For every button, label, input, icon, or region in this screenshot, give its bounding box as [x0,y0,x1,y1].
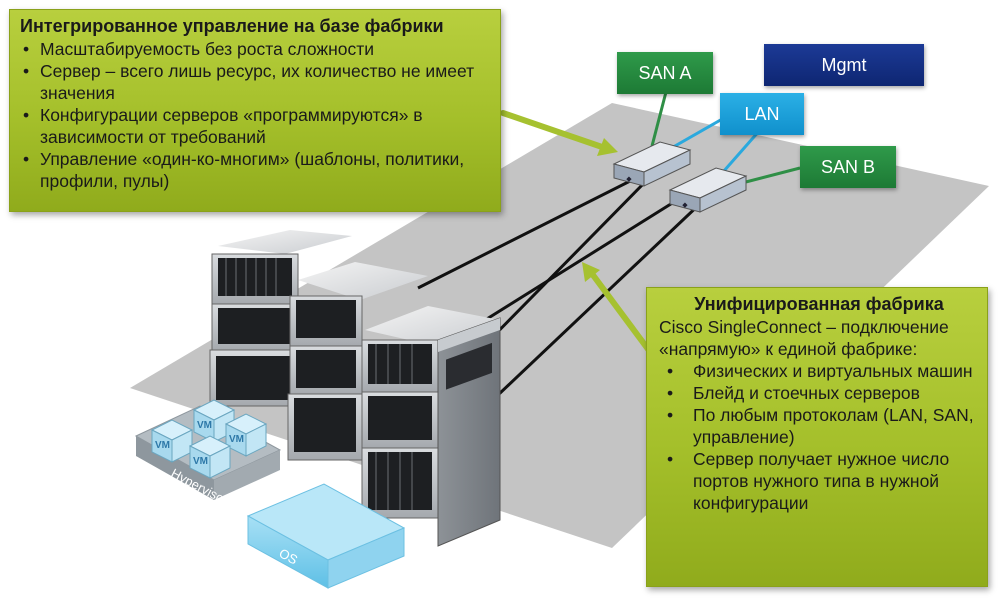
vm-box: VM [188,435,232,479]
bullet-item: Конфигурации серверов «программируются» … [20,104,492,148]
svg-text:◆: ◆ [626,176,632,183]
os-box: OS [246,483,406,589]
fabric-management-callout: Интегрированное управление на базе фабри… [9,9,501,212]
unified-fabric-callout: Унифицированная фабрика Cisco SingleConn… [646,287,988,587]
lan-box: LAN [720,93,804,135]
vm-label: VM [229,434,244,445]
mgmt-label: Mgmt [821,54,867,75]
bullet-list: Масштабируемость без роста сложности Сер… [20,38,492,192]
callout-intro: Cisco SingleConnect – подключение «напря… [659,317,949,359]
mgmt-box: Mgmt [764,44,924,86]
vm-label: VM [155,440,170,451]
vm-box: VM [150,419,194,463]
san-a-label: SAN A [638,62,692,83]
blade-chassis-stack [209,230,501,547]
san-b-box: SAN B [800,146,896,188]
vm-box: VM [224,413,268,457]
fabric-switch-b: ◆ [668,167,748,213]
lan-label: LAN [744,103,780,124]
virtual-machines: VM VM VM VM [150,399,268,479]
vm-box: VM [192,399,236,443]
callout-title: Интегрированное управление на базе фабри… [20,16,444,36]
bullet-item: Сервер получает нужное число портов нужн… [659,448,979,514]
uplinks [650,91,801,186]
bullet-item: Масштабируемость без роста сложности [20,38,492,60]
fabric-switch-a: ◆ [612,141,692,187]
vm-label: VM [197,420,212,431]
bullet-item: Сервер – всего лишь ресурс, их количеств… [20,60,492,104]
arrow-head-right [582,262,600,282]
bullet-list: Физических и виртуальных машин Блейд и с… [659,360,979,514]
svg-text:◆: ◆ [682,202,688,209]
vm-label: VM [193,456,208,467]
bullet-item: Управление «один-ко-многим» (шаблоны, по… [20,148,492,192]
bullet-item: По любым протоколам (LAN, SAN, управлени… [659,404,979,448]
san-b-label: SAN B [820,156,876,177]
san-a-box: SAN A [617,52,713,94]
bullet-item: Блейд и стоечных серверов [659,382,979,404]
bullet-item: Физических и виртуальных машин [659,360,979,382]
arrow-head-left [597,138,618,156]
network-links [417,171,706,397]
callout-title: Унифицированная фабрика [694,294,944,314]
